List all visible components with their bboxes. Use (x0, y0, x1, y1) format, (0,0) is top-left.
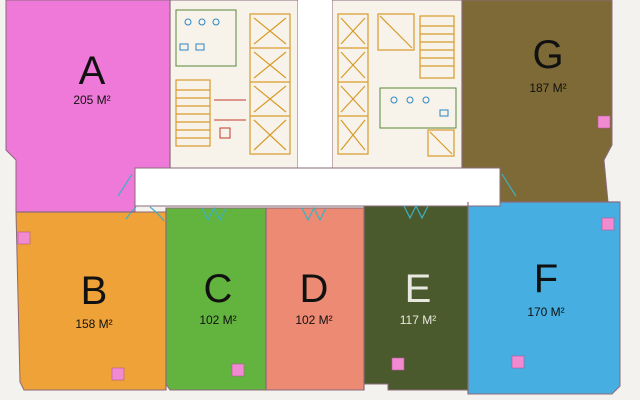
door-g-icon (501, 173, 517, 197)
unit-boundaries (16, 0, 620, 394)
unit-d-letter: D (300, 267, 329, 311)
unit-a-area-label: 205 M² (73, 93, 110, 107)
stair-right (419, 15, 455, 79)
column-marker (601, 217, 615, 231)
toilet-fixtures-right (390, 96, 449, 117)
unit-b[interactable]: B 158 M² (15, 211, 167, 391)
unit-c-letter: C (204, 267, 233, 311)
unit-c-area-label: 102 M² (199, 313, 236, 327)
column-marker (597, 115, 611, 129)
building-core (169, 0, 463, 169)
door-b-icon (149, 206, 165, 222)
unit-b-area[interactable] (15, 211, 167, 391)
unit-g-letter: G (532, 33, 563, 77)
door-swings (117, 173, 517, 222)
door-e-icon (403, 204, 429, 220)
lift-cars-right (338, 17, 368, 151)
stair-right-treads (420, 25, 454, 67)
column-marker (231, 363, 245, 377)
unit-a-letter: A (79, 49, 106, 93)
lift-shafts-left (249, 13, 291, 155)
core-left-annotations (214, 99, 246, 139)
corridor (134, 167, 501, 207)
unit-d[interactable]: D 102 M² (265, 207, 365, 391)
lift-small-cross (429, 131, 453, 155)
column-marker (17, 231, 31, 245)
service-shaft-cross (379, 15, 413, 49)
core-light-well (298, 0, 332, 168)
door-c-icon (201, 206, 227, 222)
service-shaft-right (377, 13, 415, 51)
unit-g-area-label: 187 M² (529, 81, 566, 95)
stair-left (175, 79, 211, 147)
unit-f-letter: F (534, 257, 558, 301)
core-left-block (169, 0, 299, 169)
unit-b-area-label: 158 M² (75, 317, 112, 331)
stair-left-treads (176, 89, 210, 139)
lift-cars-left (250, 17, 290, 151)
unit-e-letter: E (405, 267, 432, 311)
unit-b-letter: B (81, 269, 108, 313)
toilet-right (379, 87, 457, 129)
door-a-icon (117, 173, 133, 197)
unit-f[interactable]: F 170 M² (467, 201, 621, 395)
lift-small-right (427, 129, 455, 157)
column-marker (111, 367, 125, 381)
toilet-left (175, 9, 237, 67)
column-marker (511, 355, 525, 369)
core-right-block (331, 0, 463, 169)
lift-shafts-right (337, 13, 369, 155)
column-marker (391, 357, 405, 371)
column-markers (17, 115, 615, 381)
unit-e-area-label: 117 M² (400, 313, 436, 327)
door-b2-icon (125, 206, 137, 220)
unit-f-area-label: 170 M² (527, 305, 564, 319)
unit-e[interactable]: E 117 M² (363, 205, 469, 391)
unit-d-area-label: 102 M² (295, 313, 332, 327)
unit-c[interactable]: C 102 M² (165, 207, 267, 391)
door-d-icon (301, 206, 327, 222)
toilet-fixtures-left (179, 18, 220, 51)
